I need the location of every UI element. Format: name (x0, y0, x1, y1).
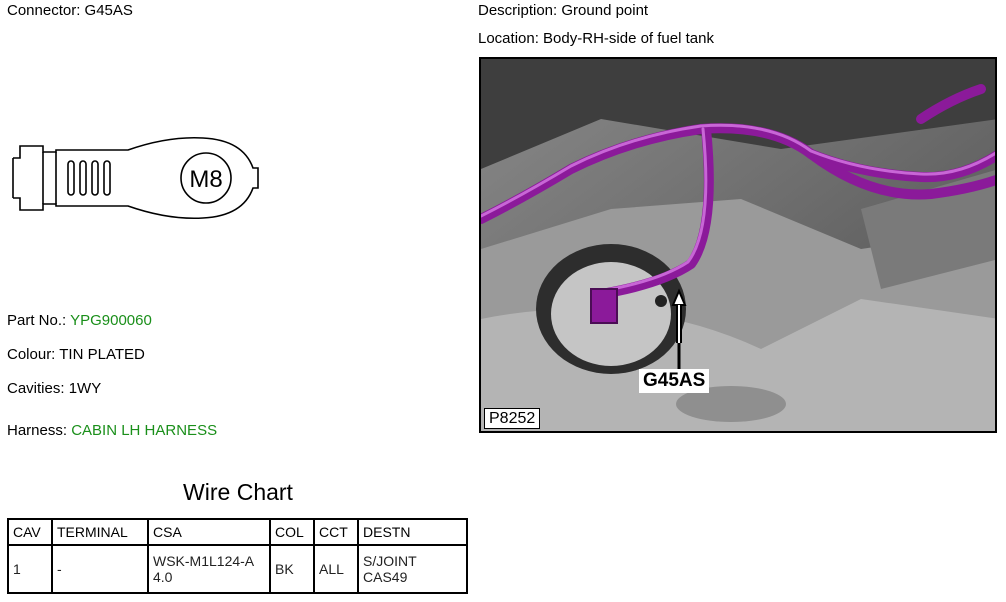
connector-label: Connector: (7, 2, 85, 19)
colour-line: Colour: TIN PLATED (7, 346, 145, 363)
wire-chart-header-row: CAV TERMINAL CSA COL CCT DESTN (7, 518, 468, 546)
cavities-value: 1WY (68, 380, 102, 397)
ring-terminal-drawing: M8 (12, 136, 259, 220)
vehicle-body-illustration (481, 59, 995, 431)
harness-line: Harness: CABIN LH HARNESS (7, 422, 217, 439)
colour-label: Colour: (7, 346, 60, 363)
connector-value: G45AS (84, 2, 133, 19)
connector-line: Connector: G45AS (7, 2, 133, 19)
harness-link[interactable]: CABIN LH HARNESS (71, 422, 218, 439)
location-label: Location: (478, 30, 544, 47)
colour-value: TIN PLATED (59, 346, 145, 363)
location-line: Location: Body-RH-side of fuel tank (478, 30, 714, 47)
description-value: Ground point (561, 2, 649, 19)
location-value: Body-RH-side of fuel tank (543, 30, 714, 47)
header-cav: CAV (7, 518, 53, 546)
callout-label: G45AS (639, 369, 710, 393)
location-illustration: G45AS P8252 (479, 57, 997, 433)
harness-label: Harness: (7, 422, 72, 439)
cell-cav: 1 (7, 544, 53, 594)
part-no-link[interactable]: YPG900060 (70, 312, 152, 329)
header-col: COL (269, 518, 315, 546)
cell-col: BK (269, 544, 315, 594)
header-terminal: TERMINAL (51, 518, 149, 546)
wire-chart-title: Wire Chart (183, 479, 293, 505)
description-line: Description: Ground point (478, 2, 648, 19)
part-no-label: Part No.: (7, 312, 71, 329)
wire-chart-table: CAV TERMINAL CSA COL CCT DESTN 1 - WSK-M… (7, 518, 468, 594)
cavities-line: Cavities: 1WY (7, 380, 101, 397)
stud-size-label: M8 (189, 166, 222, 193)
cavities-label: Cavities: (7, 380, 69, 397)
header-cct: CCT (313, 518, 359, 546)
part-no-line: Part No.: YPG900060 (7, 312, 152, 329)
cell-cct: ALL (313, 544, 359, 594)
table-row: 1 - WSK-M1L124-A 4.0 BK ALL S/JOINT CAS4… (7, 544, 468, 594)
header-csa: CSA (147, 518, 271, 546)
cell-csa: WSK-M1L124-A 4.0 (147, 544, 271, 594)
cell-destn: S/JOINT CAS49 (357, 544, 468, 594)
image-id-label: P8252 (484, 408, 541, 429)
description-label: Description: (478, 2, 562, 19)
header-destn: DESTN (357, 518, 468, 546)
cell-terminal: - (51, 544, 149, 594)
